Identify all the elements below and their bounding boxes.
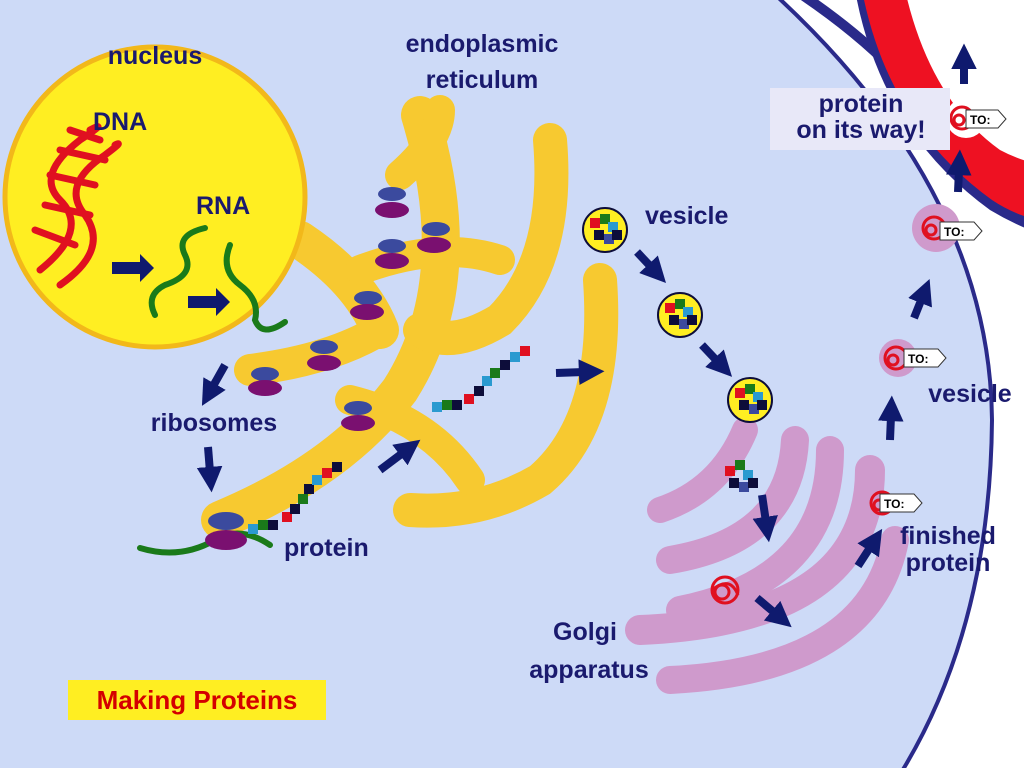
arrow-vesicle-1 xyxy=(634,249,667,283)
ribosome xyxy=(248,367,282,396)
ribosome xyxy=(375,187,409,218)
label-protein: protein xyxy=(284,534,369,562)
arrow-golgi-down xyxy=(752,494,778,543)
label-vesicle-top: vesicle xyxy=(645,202,729,230)
protein-on-its-way-box: protein on its way! xyxy=(770,88,950,150)
label-rna: RNA xyxy=(196,192,250,220)
label-dna: DNA xyxy=(93,108,147,136)
label-er-line2: reticulum xyxy=(426,66,539,94)
ribosome xyxy=(350,291,384,320)
label-on-way-line1: protein xyxy=(819,90,904,118)
label-ribosomes: ribosomes xyxy=(151,409,277,437)
tag-lower: TO: xyxy=(879,493,923,513)
arrow-golgi-out xyxy=(754,594,792,628)
label-nucleus: nucleus xyxy=(108,42,202,70)
tag-top: TO: xyxy=(965,109,1007,129)
label-finished-line2: protein xyxy=(906,549,991,577)
ribosome xyxy=(375,239,409,269)
arrow-up-4 xyxy=(945,149,972,193)
ribosomes-cluster xyxy=(205,187,451,550)
tag-label: TO: xyxy=(944,225,964,239)
label-vesicle-right: vesicle xyxy=(928,380,1012,408)
arrow-vesicle-2 xyxy=(699,342,733,377)
nucleus-arrows xyxy=(112,254,230,316)
page-title: Making Proteins xyxy=(96,684,298,715)
title-banner: Making Proteins xyxy=(68,680,326,720)
protein-on-its-way-text: protein on its way! xyxy=(796,90,925,144)
arrow-to-ribosomes xyxy=(201,363,229,406)
tag-upper: TO: xyxy=(939,221,983,241)
arrow-ribosomes-down xyxy=(196,446,223,493)
process-arrows xyxy=(196,43,977,628)
arrow-up-3 xyxy=(908,278,932,320)
nucleus xyxy=(2,44,308,350)
label-er-line1: endoplasmic xyxy=(406,30,559,58)
label-finished-line1: finished xyxy=(900,522,996,550)
vesicle-3 xyxy=(727,377,773,423)
tag-middle: TO: xyxy=(903,348,947,368)
arrow-er-to-vesicle xyxy=(555,359,605,385)
tag-label: TO: xyxy=(884,497,904,511)
golgi-cargo xyxy=(725,460,758,492)
vesicle-2 xyxy=(657,292,703,338)
arrow-up-1 xyxy=(854,528,883,569)
protein-chain-lower xyxy=(248,462,342,534)
ribosome xyxy=(205,512,247,550)
ribosome xyxy=(417,222,451,253)
vesicle-1 xyxy=(582,207,628,253)
label-golgi-line1: Golgi xyxy=(553,618,617,646)
arrow-protein-into-er xyxy=(377,439,421,474)
ribosome xyxy=(341,401,375,431)
arrow-up-2 xyxy=(877,395,904,441)
protein-chain-upper xyxy=(432,346,530,412)
label-on-way-line2: on its way! xyxy=(796,116,925,144)
tag-label: TO: xyxy=(908,352,928,366)
folded-protein-golgi xyxy=(710,575,740,605)
dna-helix xyxy=(31,123,122,289)
label-golgi-line2: apparatus xyxy=(529,656,648,684)
ribosome xyxy=(307,340,341,371)
tag-label: TO: xyxy=(970,113,990,127)
address-tags: TO: TO: TO: TO: xyxy=(879,109,1007,513)
